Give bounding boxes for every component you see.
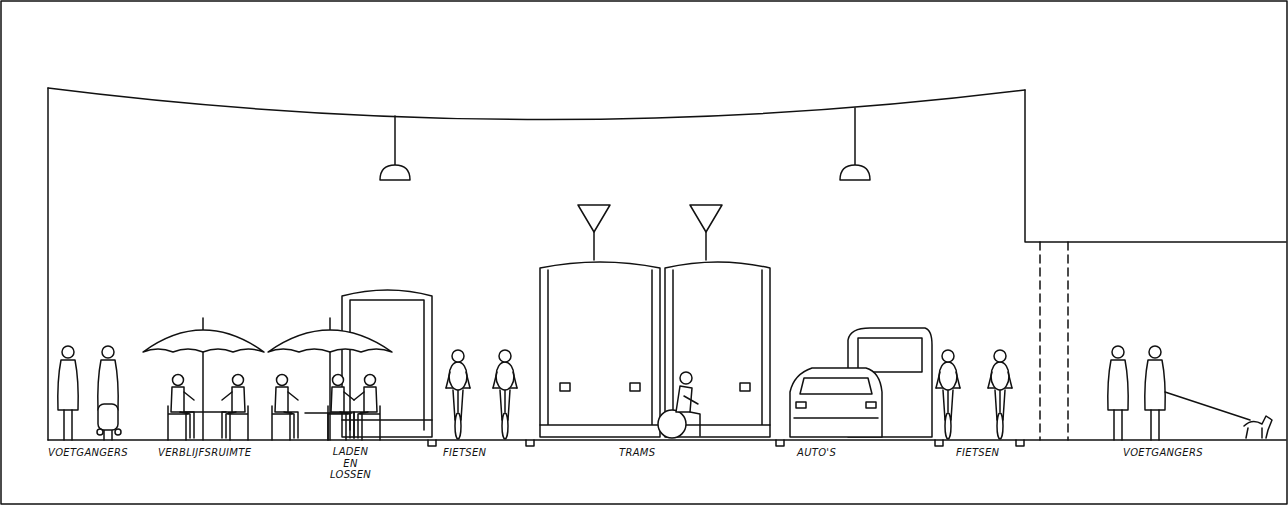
- zone-label: FIETSEN: [956, 447, 999, 459]
- overhead-cable: [840, 165, 870, 180]
- cyclists: [446, 350, 1012, 439]
- overhead-cable: [380, 165, 410, 180]
- building-outline: [1025, 90, 1286, 242]
- seated-people: [222, 375, 248, 441]
- overhead-cable: [394, 116, 396, 165]
- pedestrians: [1145, 346, 1165, 440]
- trams: [578, 205, 610, 232]
- trams: [540, 205, 770, 437]
- wheelchair-user: [684, 396, 700, 436]
- building-outline: [47, 88, 49, 440]
- cyclists: [446, 350, 470, 439]
- umbrellas-and-tables: [180, 412, 352, 440]
- delivery-truck: [342, 290, 432, 437]
- delivery-truck: [342, 290, 432, 437]
- umbrellas-and-tables: [268, 330, 392, 352]
- cars: [790, 328, 932, 437]
- trams: [540, 270, 660, 425]
- seated-people: [168, 375, 380, 441]
- trams: [705, 232, 707, 260]
- cars: [790, 368, 882, 437]
- cars: [858, 338, 922, 372]
- building-outline: [48, 88, 1286, 440]
- trams: [593, 232, 595, 260]
- umbrellas-and-tables: [143, 318, 392, 440]
- dog: [1165, 392, 1250, 420]
- cyclists: [988, 350, 1012, 439]
- delivery-truck: [342, 300, 432, 430]
- overhead-cable: [48, 88, 1025, 120]
- building-outline: [48, 439, 1286, 441]
- building-outline: [1040, 242, 1068, 440]
- curb-markers: [428, 440, 1024, 446]
- pedestrians: [58, 346, 78, 440]
- zone-label: TRAMS: [619, 447, 655, 459]
- cars: [794, 378, 878, 418]
- curb-markers: [526, 440, 534, 446]
- pedestrians: [98, 346, 118, 440]
- overhead-cable: [48, 88, 1025, 180]
- curb-markers: [428, 440, 436, 446]
- trams: [560, 383, 570, 391]
- pedestrians: [1108, 346, 1128, 440]
- seated-people: [354, 375, 380, 441]
- cyclists: [493, 350, 517, 439]
- seated-people: [328, 375, 354, 441]
- dog: [1244, 416, 1272, 438]
- pedestrians: [58, 346, 1165, 440]
- wheelchair-user: [658, 410, 686, 438]
- zone-label: VOETGANGERS: [48, 447, 128, 459]
- umbrellas-and-tables: [143, 330, 264, 352]
- zone-label: VOETGANGERS: [1123, 447, 1203, 459]
- trams: [690, 205, 722, 232]
- trams: [665, 262, 770, 437]
- overhead-cable: [854, 108, 856, 165]
- pedestrians: [97, 429, 121, 435]
- dog: [1165, 392, 1272, 438]
- zone-label: VERBLIJFSRUIMTE: [158, 447, 251, 459]
- cars: [866, 402, 876, 408]
- zone-label: FIETSEN: [443, 447, 486, 459]
- cyclists: [936, 350, 960, 439]
- seated-people: [168, 375, 194, 441]
- curb-markers: [935, 440, 943, 446]
- wheelchair-user: [680, 372, 692, 384]
- trams: [540, 262, 660, 437]
- curb-markers: [776, 440, 784, 446]
- trams: [630, 383, 640, 391]
- wheelchair-user: [658, 372, 700, 438]
- curb-markers: [1016, 440, 1024, 446]
- zone-label: AUTO'S: [797, 447, 836, 459]
- trams: [665, 270, 770, 425]
- pedestrians: [98, 404, 118, 430]
- zone-label: LADEN EN LOSSEN: [330, 446, 371, 481]
- cars: [796, 402, 806, 408]
- seated-people: [272, 375, 298, 441]
- trams: [740, 383, 750, 391]
